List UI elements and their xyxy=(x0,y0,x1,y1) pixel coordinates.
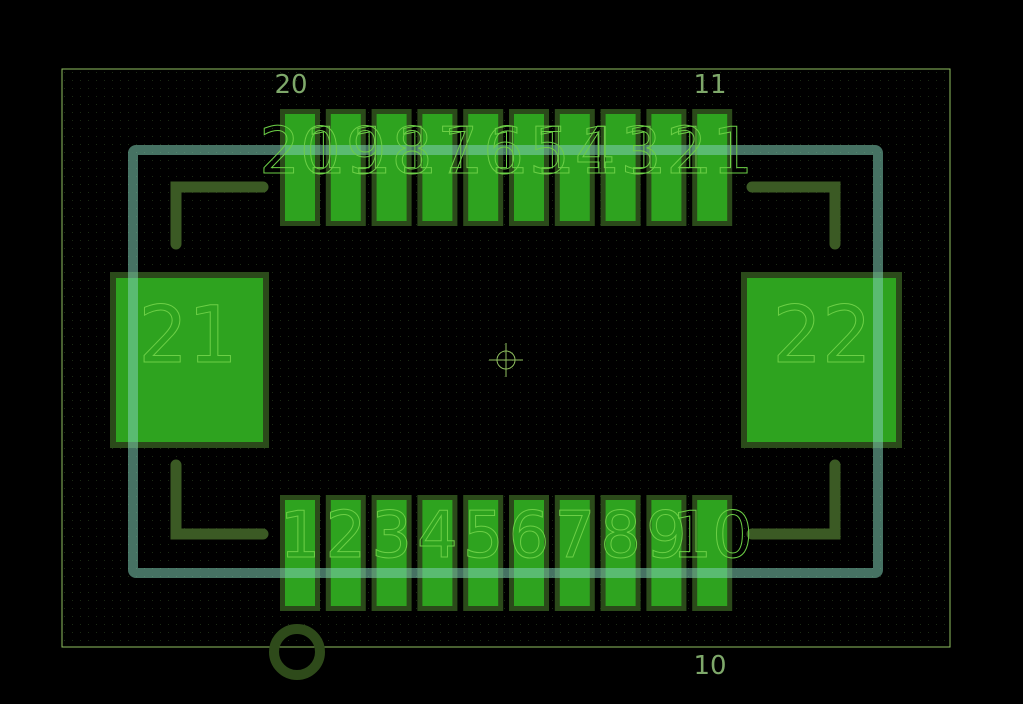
label-pin-10: 10 xyxy=(693,651,726,681)
crosshair-icon xyxy=(489,343,523,377)
top-pad-number: 17 xyxy=(397,115,478,189)
bottom-pad-number: 9 xyxy=(646,499,687,573)
label-pin-11: 11 xyxy=(693,70,726,100)
pad-22-number: 22 xyxy=(772,291,871,381)
courtyard-outline xyxy=(61,68,951,648)
silk-corner-bottom-right xyxy=(746,459,841,540)
bottom-pad-10[interactable] xyxy=(692,495,733,611)
silk-corner-bottom-left xyxy=(170,459,269,540)
top-pad-number: 15 xyxy=(488,115,569,189)
top-pad-number: 19 xyxy=(305,115,386,189)
bottom-pad-number: 6 xyxy=(509,499,550,573)
bottom-pad-2[interactable] xyxy=(325,495,366,611)
silkscreen-corners xyxy=(170,181,841,540)
bottom-pad-3[interactable] xyxy=(371,495,412,611)
bottom-pad-6[interactable] xyxy=(509,495,549,611)
top-pad-number: 12 xyxy=(626,115,707,189)
top-pad-19[interactable] xyxy=(325,109,366,226)
label-pin-20: 20 xyxy=(274,70,307,100)
bottom-pad-7[interactable] xyxy=(554,495,595,611)
bottom-pad-number: 10 xyxy=(671,499,752,573)
top-pad-number: 14 xyxy=(534,115,615,189)
bottom-pad-5[interactable] xyxy=(463,495,504,611)
bottom-pad-8[interactable] xyxy=(600,495,641,611)
bottom-pad-4[interactable] xyxy=(417,495,458,611)
top-pad-14[interactable] xyxy=(554,109,595,226)
top-pad-12[interactable] xyxy=(646,109,687,226)
top-pad-number: 13 xyxy=(580,115,661,189)
bottom-pad-number: 2 xyxy=(325,499,366,573)
fab-outline xyxy=(128,145,883,578)
top-pad-13[interactable] xyxy=(600,109,641,226)
bottom-pad-number: 3 xyxy=(371,499,412,573)
top-pad-row xyxy=(280,109,733,226)
bottom-pad-1[interactable] xyxy=(280,495,320,611)
bottom-pad-number: 5 xyxy=(463,499,504,573)
bottom-pad-row xyxy=(280,495,733,611)
top-pad-18[interactable] xyxy=(371,109,412,226)
silk-corner-top-right xyxy=(746,181,841,250)
pad-22[interactable]: 22 xyxy=(741,272,902,448)
top-pad-number: 18 xyxy=(351,115,432,189)
top-pad-11[interactable] xyxy=(692,109,733,226)
top-pad-17[interactable] xyxy=(417,109,458,226)
top-pad-number: 20 xyxy=(259,115,340,189)
bottom-pad-number: 7 xyxy=(554,499,595,573)
top-pad-number: 11 xyxy=(671,115,752,189)
bottom-pad-number: 4 xyxy=(417,499,458,573)
pin1-circle-icon xyxy=(269,624,325,680)
bottom-pad-9[interactable] xyxy=(646,495,687,611)
bottom-pad-number: 8 xyxy=(600,499,641,573)
bottom-pad-number: 1 xyxy=(280,499,321,573)
top-pad-20[interactable] xyxy=(280,109,320,226)
top-pad-16[interactable] xyxy=(463,109,504,226)
silk-corner-top-left xyxy=(170,181,269,250)
top-pad-number: 16 xyxy=(442,115,523,189)
top-pad-15[interactable] xyxy=(509,109,549,226)
pad-21-number: 21 xyxy=(138,291,237,381)
